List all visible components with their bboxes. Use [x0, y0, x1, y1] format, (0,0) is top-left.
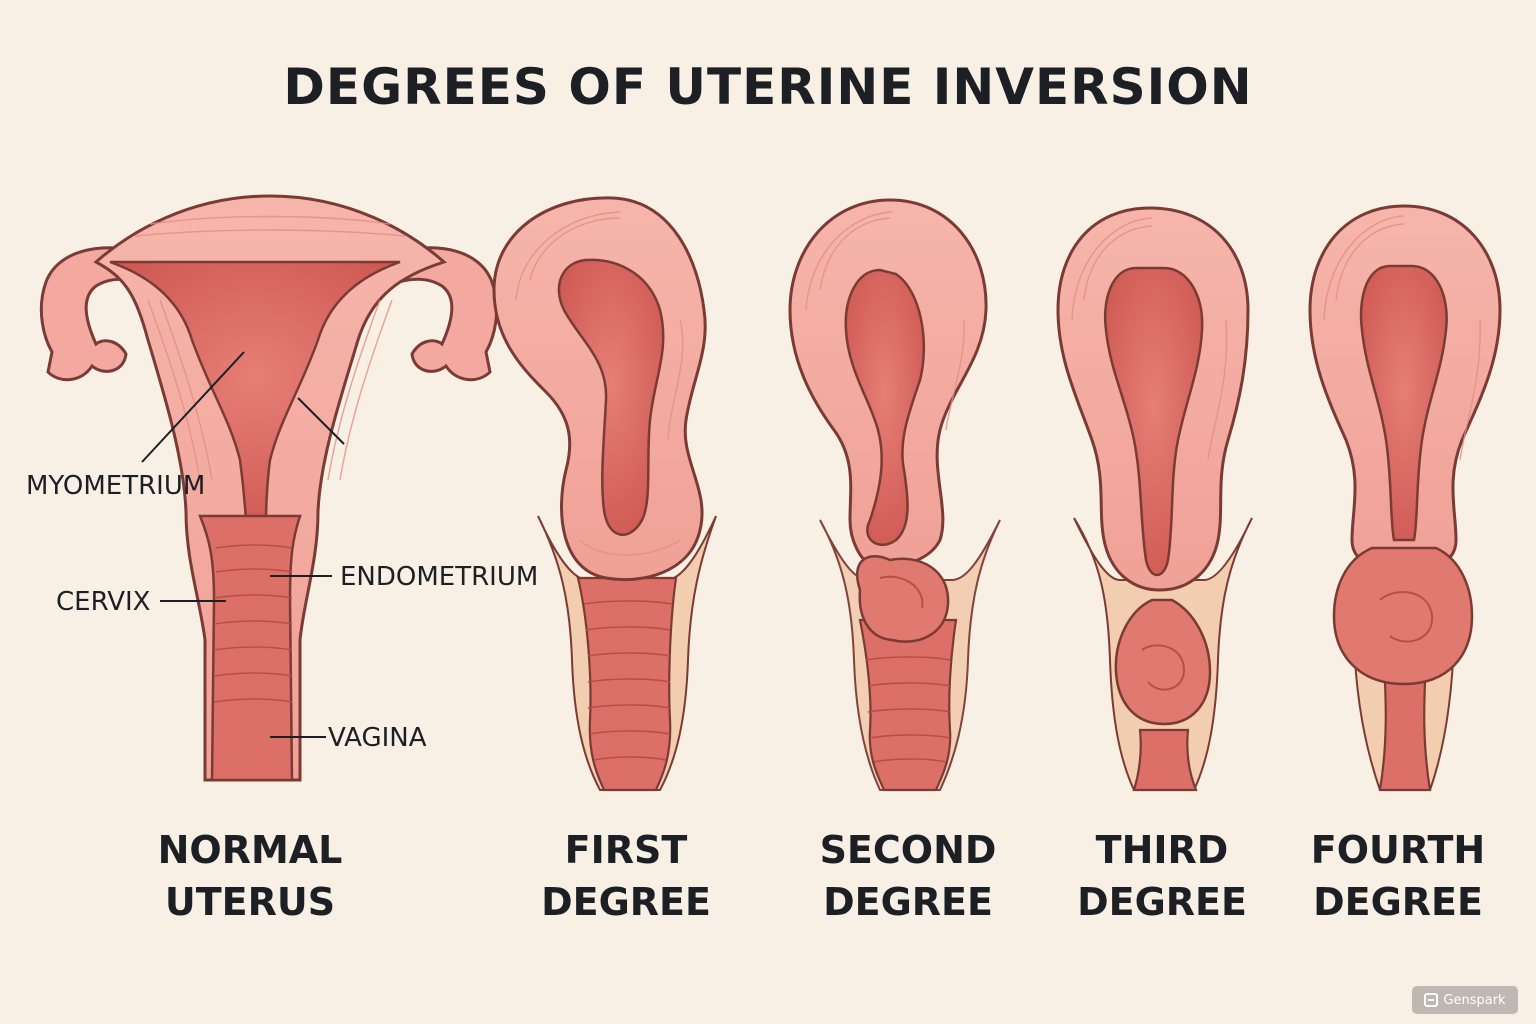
caption-line-2: DEGREE — [1313, 880, 1483, 924]
label-cervix: CERVIX — [56, 587, 151, 617]
label-vagina: VAGINA — [328, 723, 427, 753]
vaginal-canal — [576, 576, 678, 792]
prolapsed-fundus — [1332, 546, 1474, 686]
third-degree-uterus — [1056, 206, 1253, 792]
vaginal-canal — [1378, 658, 1432, 792]
vaginal-canal — [198, 514, 302, 782]
normal-uterus: MYOMETRIUM ENDOMETRIUM CERVIX VAGINA — [26, 194, 538, 782]
uterine-wall — [492, 196, 707, 582]
genspark-watermark: Genspark — [1412, 986, 1518, 1014]
caption-line-1: NORMAL — [157, 828, 343, 872]
page-title: DEGREES OF UTERINE INVERSION — [283, 58, 1253, 116]
fourth-degree-uterus — [1308, 204, 1502, 792]
caption-line-1: SECOND — [819, 828, 997, 872]
caption-line-1: FOURTH — [1310, 828, 1486, 872]
genspark-logo-icon — [1424, 993, 1439, 1007]
label-myometrium: MYOMETRIUM — [26, 471, 205, 501]
inverted-fundus — [1114, 598, 1212, 726]
caption-normal-uterus: NORMAL UTERUS — [120, 824, 380, 928]
uterine-cavity — [557, 258, 665, 536]
caption-first-degree: FIRST DEGREE — [496, 824, 756, 928]
vaginal-canal — [858, 618, 958, 792]
caption-line-2: DEGREE — [823, 880, 993, 924]
uterine-cavity — [844, 268, 926, 546]
caption-line-2: UTERUS — [164, 880, 336, 924]
uterine-cavity — [1359, 264, 1448, 542]
caption-fourth-degree: FOURTH DEGREE — [1268, 824, 1528, 928]
caption-third-degree: THIRD DEGREE — [1032, 824, 1292, 928]
second-degree-uterus — [788, 198, 1001, 792]
watermark-text: Genspark — [1443, 992, 1506, 1008]
myometrium-pointer — [141, 351, 245, 463]
label-endometrium: ENDOMETRIUM — [340, 562, 538, 592]
uterus-body — [93, 194, 447, 782]
uterine-cavity — [1103, 266, 1204, 577]
caption-line-2: DEGREE — [1077, 880, 1247, 924]
caption-line-2: DEGREE — [541, 880, 711, 924]
inverted-fundus — [855, 555, 950, 643]
vaginal-canal — [1132, 728, 1198, 792]
extra-pointer — [297, 397, 345, 445]
caption-second-degree: SECOND DEGREE — [778, 824, 1038, 928]
caption-line-1: FIRST — [564, 828, 688, 872]
caption-line-1: THIRD — [1095, 828, 1229, 872]
first-degree-uterus — [492, 196, 717, 792]
